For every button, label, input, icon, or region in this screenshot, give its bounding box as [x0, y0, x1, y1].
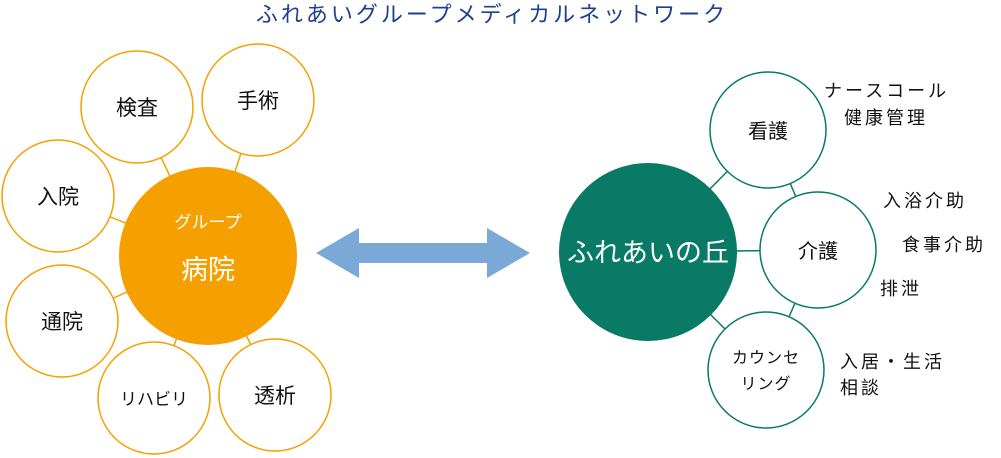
satellite-surgery-circle — [201, 43, 315, 157]
double-arrow-icon — [316, 228, 530, 278]
satellite-outpatient-label: 通院 — [41, 310, 83, 334]
satellite-admission-label: 入院 — [37, 185, 79, 209]
note-nurse-call: ナースコール — [824, 81, 949, 102]
satellite-dialysis-label: 透析 — [254, 384, 296, 408]
satellite-exam-label: 検査 — [116, 96, 158, 120]
satellite-rehab-circle — [97, 341, 211, 455]
care-circles — [707, 71, 877, 429]
hospital-hub-small-label: グループ — [175, 213, 242, 233]
note-health-management: 健康管理 — [844, 108, 928, 129]
note-residence-life: 入居・生活 — [840, 352, 945, 373]
note-toileting: 排泄 — [880, 279, 922, 300]
care-caregiving-circle — [759, 191, 877, 309]
hospital-hub-label: 病院 — [181, 255, 235, 286]
care-counseling-circle — [707, 311, 825, 429]
satellite-admission-circle — [1, 139, 115, 253]
hospital-hub — [119, 167, 297, 345]
center-hub-label: ふれあいの丘 — [567, 238, 729, 269]
satellite-exam-circle — [80, 50, 194, 164]
hospital-satellites — [1, 43, 332, 455]
satellite-dialysis-circle — [218, 338, 332, 452]
center-hub — [559, 163, 737, 341]
satellite-rehab-label: リハビリ — [120, 390, 188, 410]
note-consultation: 相談 — [840, 378, 882, 399]
satellite-outpatient-circle — [5, 264, 119, 378]
care-nursing-circle — [709, 71, 827, 189]
care-counseling-label-line-1: カウンセ — [732, 348, 800, 367]
care-caregiving-label: 介護 — [798, 239, 838, 263]
note-bathing-assistance: 入浴介助 — [883, 191, 967, 212]
satellite-surgery-label: 手術 — [237, 89, 279, 113]
care-nursing-label: 看護 — [748, 119, 788, 143]
care-counseling-label-line-2: リング — [740, 374, 791, 393]
diagram-title: ふれあいグループメディカルネットワーク — [256, 3, 728, 28]
note-meal-assistance: 食事介助 — [902, 235, 986, 256]
